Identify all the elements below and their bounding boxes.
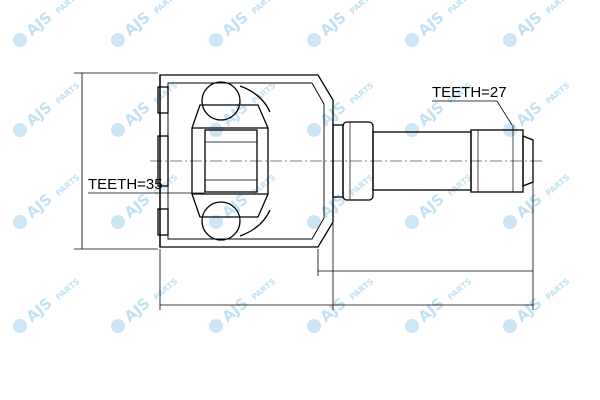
watermark-logo-icon xyxy=(307,33,321,47)
watermark-brand: AJS xyxy=(23,98,56,130)
watermark-logo-icon xyxy=(405,319,419,333)
watermark-sub: PARTS xyxy=(54,173,82,198)
watermark-sub: PARTS xyxy=(152,81,180,106)
cv-joint-drawing xyxy=(74,72,545,310)
watermark-logo-icon xyxy=(209,319,223,333)
bell-housing-inner-wall xyxy=(167,82,325,240)
watermark-logo-icon xyxy=(405,215,419,229)
watermark-sub: PARTS xyxy=(348,173,376,198)
cage-arc-bottom xyxy=(239,209,271,237)
watermark-brand: AJS xyxy=(513,98,546,130)
watermark-brand: AJS xyxy=(219,294,252,326)
teeth-left-label: TEETH=35 xyxy=(88,176,163,193)
ball-bottom xyxy=(201,201,241,241)
watermark-logo-icon xyxy=(13,33,27,47)
watermark-sub: PARTS xyxy=(544,173,572,198)
watermark-logo-icon xyxy=(13,123,27,137)
watermark-logo-icon xyxy=(307,215,321,229)
watermark-sub: PARTS xyxy=(348,277,376,302)
watermark-sub: PARTS xyxy=(250,277,278,302)
ball-top xyxy=(201,81,241,121)
watermark-sub: PARTS xyxy=(348,81,376,106)
watermark-logo-icon xyxy=(13,319,27,333)
watermark-sub: PARTS xyxy=(446,0,474,16)
watermark-sub: PARTS xyxy=(152,0,180,16)
watermark-logo-icon xyxy=(307,319,321,333)
watermark-logo-icon xyxy=(503,319,517,333)
watermark-sub: PARTS xyxy=(54,81,82,106)
watermark-sub: PARTS xyxy=(446,277,474,302)
watermark-logo-icon xyxy=(503,33,517,47)
watermark-brand: AJS xyxy=(121,8,154,40)
watermark-logo-icon xyxy=(307,123,321,137)
watermark-brand: AJS xyxy=(513,190,546,222)
watermark-sub: PARTS xyxy=(544,81,572,106)
watermark-logo-icon xyxy=(111,123,125,137)
watermark-logo-icon xyxy=(111,33,125,47)
watermark-logo-icon xyxy=(209,215,223,229)
watermark-brand: AJS xyxy=(121,98,154,130)
watermark-brand: AJS xyxy=(23,8,56,40)
inner-race xyxy=(191,104,269,218)
watermark-sub: PARTS xyxy=(544,277,572,302)
watermark-brand: AJS xyxy=(513,8,546,40)
watermark-sub: PARTS xyxy=(250,0,278,16)
watermark-brand: AJS xyxy=(415,8,448,40)
watermark-logo-icon xyxy=(111,215,125,229)
watermark-sub: PARTS xyxy=(54,0,82,16)
watermark-brand: AJS xyxy=(415,190,448,222)
watermark-brand: AJS xyxy=(415,294,448,326)
watermark-brand: AJS xyxy=(23,190,56,222)
watermark-sub: PARTS xyxy=(446,173,474,198)
cage-arc-top xyxy=(239,85,271,113)
watermark-layer: AJSPARTSAJSPARTSAJSPARTSAJSPARTSAJSPARTS… xyxy=(13,0,572,333)
watermark-brand: AJS xyxy=(415,98,448,130)
watermark-brand: AJS xyxy=(513,294,546,326)
watermark-logo-icon xyxy=(209,33,223,47)
cage-ring-left-outer-bottom xyxy=(157,208,169,236)
watermark-logo-icon xyxy=(405,123,419,137)
teeth-right-leader xyxy=(432,100,513,126)
watermark-brand: AJS xyxy=(121,190,154,222)
watermark-brand: AJS xyxy=(23,294,56,326)
teeth-right-label: TEETH=27 xyxy=(432,84,507,101)
watermark-sub: PARTS xyxy=(54,277,82,302)
watermark-brand: AJS xyxy=(219,8,252,40)
cage-ring-left-outer xyxy=(157,86,169,114)
watermark-logo-icon xyxy=(13,215,27,229)
watermark-logo-icon xyxy=(405,33,419,47)
watermark-brand: AJS xyxy=(121,294,154,326)
watermark-sub: PARTS xyxy=(152,277,180,302)
watermark-sub: PARTS xyxy=(544,0,572,16)
watermark-logo-icon xyxy=(503,215,517,229)
watermark-logo-icon xyxy=(111,319,125,333)
watermark-sub: PARTS xyxy=(348,0,376,16)
watermark-brand: AJS xyxy=(317,8,350,40)
